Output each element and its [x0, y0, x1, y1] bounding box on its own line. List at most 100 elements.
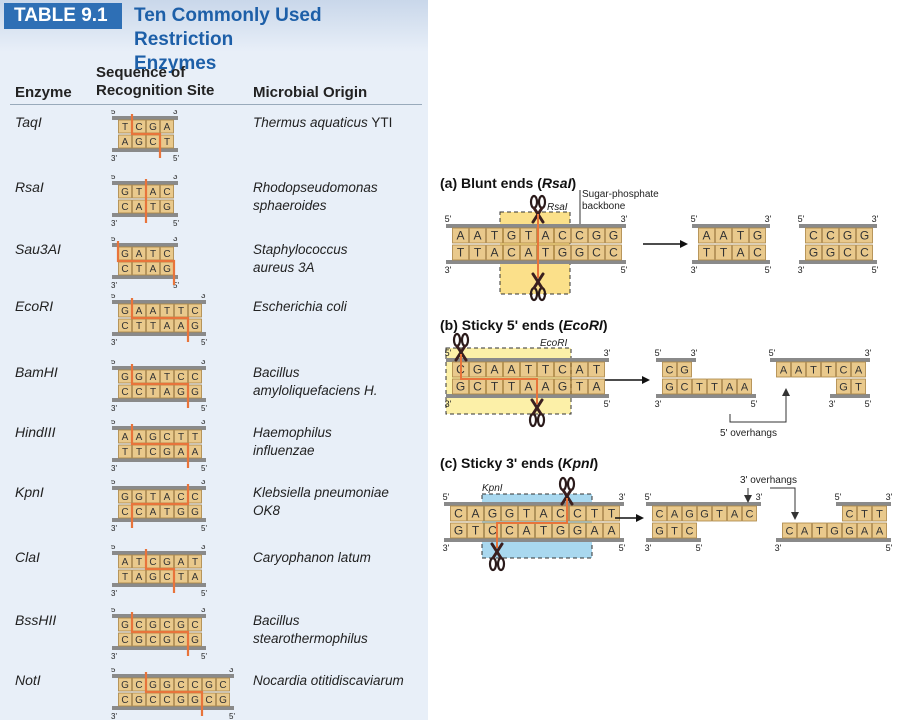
base-tile — [486, 361, 503, 378]
strand-end-5: 5' — [111, 175, 117, 181]
base-tile — [839, 227, 856, 244]
base-letter: T — [457, 246, 465, 260]
base-letter: T — [192, 557, 198, 568]
strand-end-3: 3' — [756, 492, 763, 502]
base-letter: A — [136, 306, 143, 317]
enzyme-name: BssHII — [15, 612, 57, 628]
strand-end-5: 5' — [798, 214, 805, 224]
base-letter: C — [191, 372, 198, 383]
base-tile — [662, 361, 677, 378]
base-letter: G — [121, 306, 129, 317]
base-letter: G — [826, 246, 835, 260]
base-tile — [667, 522, 682, 539]
base-letter: C — [191, 680, 198, 691]
base-letter: G — [135, 492, 143, 503]
base-letter: G — [488, 507, 497, 521]
base-tile — [216, 677, 230, 692]
cut-site-line — [130, 364, 190, 408]
base-tile — [836, 361, 851, 378]
base-tile — [188, 504, 202, 519]
base-tile — [857, 505, 872, 522]
base-letter: G — [609, 229, 618, 243]
base-letter: C — [686, 526, 694, 538]
base-letter: T — [178, 306, 184, 317]
scissors-handle — [537, 194, 547, 210]
base-tile — [662, 378, 677, 395]
scissors-handle — [566, 476, 576, 492]
base-tile — [732, 244, 749, 261]
base-letter: A — [192, 572, 199, 583]
base-letter: A — [178, 447, 185, 458]
base-letter: G — [700, 509, 709, 521]
base-tile — [503, 227, 520, 244]
base-tile — [160, 184, 174, 199]
base-tile — [652, 505, 667, 522]
base-letter: T — [192, 432, 198, 443]
base-tile — [588, 227, 605, 244]
base-letter: C — [191, 620, 198, 631]
base-letter: A — [490, 246, 498, 260]
restriction-cut-figure: (a) Blunt ends (RsaI) RsaI Sugar-phospha… — [440, 175, 893, 572]
base-letter: A — [136, 202, 143, 213]
base-letter: C — [177, 492, 184, 503]
panel-c-overhang-label: 3' overhangs — [740, 475, 797, 486]
strand-end-3: 3' — [865, 348, 872, 358]
base-letter: G — [685, 509, 694, 521]
base-letter: A — [524, 246, 532, 260]
base-letter: T — [720, 246, 728, 260]
base-letter: T — [136, 187, 142, 198]
strand-end-3: 3' — [691, 348, 698, 358]
base-tile — [554, 378, 571, 395]
base-letter: G — [454, 524, 463, 538]
cut-site-line — [130, 114, 162, 158]
base-tile — [160, 199, 174, 214]
strand-end-5: 5' — [691, 214, 698, 224]
base-letter: T — [164, 372, 170, 383]
base-letter: G — [473, 363, 482, 377]
base-letter: A — [136, 572, 143, 583]
microbial-origin: Escherichia coli — [253, 298, 423, 316]
panel-b-arrowhead — [642, 376, 650, 384]
strand-end-5: 5' — [201, 589, 207, 598]
microbial-origin: Nocardia otitidiscaviarum — [253, 672, 423, 690]
base-tile — [452, 227, 469, 244]
base-letter: G — [809, 246, 818, 260]
strand-end-5: 5' — [111, 110, 117, 116]
base-letter: C — [592, 246, 601, 260]
strand-end-3: 3' — [111, 524, 117, 533]
strand-end-5: 5' — [445, 214, 452, 224]
base-letter: G — [191, 321, 199, 332]
strand-end-5: 5' — [111, 545, 117, 551]
panel-c-enzyme-label: KpnI — [482, 483, 503, 494]
base-tile — [118, 444, 132, 459]
base-tile — [520, 361, 537, 378]
base-letter: A — [164, 387, 171, 398]
base-tile — [571, 378, 588, 395]
strand-end-3: 3' — [621, 214, 628, 224]
base-tile — [652, 522, 667, 539]
base-tile — [188, 303, 202, 318]
origin-line2: OK8 — [253, 503, 281, 518]
column-header-sequence-line1: Sequence of — [96, 64, 186, 81]
base-letter: A — [541, 380, 549, 394]
base-letter: G — [573, 524, 582, 538]
overhang-arrowhead-b — [782, 388, 790, 396]
base-tile — [588, 378, 605, 395]
base-tile — [188, 369, 202, 384]
origin-line1: Caryophanon latum — [253, 550, 371, 565]
base-letter: T — [164, 306, 170, 317]
base-letter: T — [508, 380, 516, 394]
base-tile — [727, 505, 742, 522]
base-letter: C — [121, 507, 128, 518]
origin-line1: Nocardia otitidiscaviarum — [253, 673, 404, 688]
